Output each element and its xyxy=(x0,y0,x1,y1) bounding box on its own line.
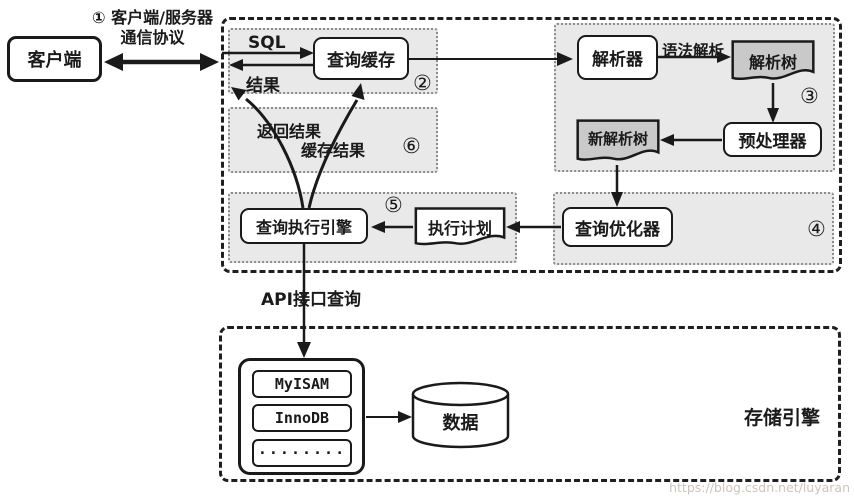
server-layer-container xyxy=(221,17,842,273)
preprocessor-box: 预处理器 xyxy=(723,122,822,157)
exec-plan-doc: 执行计划 xyxy=(414,207,506,249)
engine-innodb-label: InnoDB xyxy=(274,409,330,427)
exec-plan-label: 执行计划 xyxy=(427,219,492,239)
data-cylinder-label: 数据 xyxy=(442,413,479,434)
parser-label: 解析器 xyxy=(592,50,643,70)
arrowhead-right-icon xyxy=(200,53,219,71)
parse-tree-doc: 解析树 xyxy=(731,40,815,84)
new-parse-tree-doc: 新解析树 xyxy=(576,119,660,165)
storage-engine-title: 存储引擎 xyxy=(744,407,821,429)
arrowhead-left-icon xyxy=(104,53,123,71)
api-query-label: API接口查询 xyxy=(261,290,361,310)
query-optimizer-box: 查询优化器 xyxy=(562,207,673,247)
step-5-badge: ⑤ xyxy=(384,193,403,217)
step-4-badge: ④ xyxy=(807,217,826,241)
query-cache-label: 查询缓存 xyxy=(327,51,395,71)
engine-others-label: ········ xyxy=(257,444,347,462)
syntax-parse-label: 语法解析 xyxy=(662,42,725,60)
protocol-label-line2: 通信协议 xyxy=(120,28,185,47)
return-result-label: 返回结果 xyxy=(257,122,322,141)
query-optimizer-label: 查询优化器 xyxy=(575,219,660,240)
query-exec-engine-box: 查询执行引擎 xyxy=(240,208,368,244)
step-6-badge: ⑥ xyxy=(402,134,421,158)
new-parse-tree-label: 新解析树 xyxy=(587,130,648,149)
parser-box: 解析器 xyxy=(577,35,658,80)
data-cylinder xyxy=(411,381,510,449)
result-label: 结果 xyxy=(246,76,280,96)
protocol-label: ① 客户端/服务器 通信协议 xyxy=(80,8,225,48)
engine-myisam-label: MyISAM xyxy=(274,375,330,393)
query-exec-engine-label: 查询执行引擎 xyxy=(255,218,352,237)
engine-others: ········ xyxy=(252,439,352,467)
storage-layer-container xyxy=(219,326,841,482)
client-label: 客户端 xyxy=(27,50,82,71)
preprocessor-label: 预处理器 xyxy=(738,132,807,152)
sql-label: SQL xyxy=(248,33,286,53)
client-box: 客户端 xyxy=(7,36,102,82)
step-2-badge: ② xyxy=(413,71,432,95)
watermark: https://blog.csdn.net/luyaran xyxy=(669,480,850,495)
engine-myisam: MyISAM xyxy=(252,370,352,398)
query-cache-box: 查询缓存 xyxy=(313,37,409,80)
parse-tree-label: 解析树 xyxy=(748,52,797,72)
step-3-badge: ③ xyxy=(800,84,819,108)
engine-innodb: InnoDB xyxy=(252,404,352,432)
cache-result-label: 缓存结果 xyxy=(301,141,366,160)
protocol-label-line1: ① 客户端/服务器 xyxy=(92,8,213,27)
